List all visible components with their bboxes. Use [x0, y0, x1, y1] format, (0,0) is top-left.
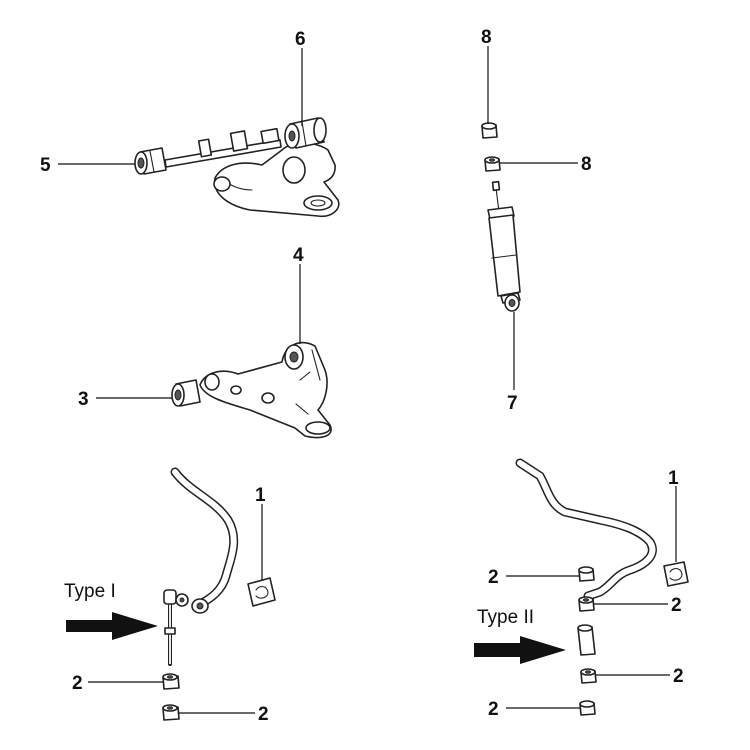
- bushing-2-right-c: [580, 668, 597, 684]
- callout-8-top: 8: [481, 27, 492, 48]
- bushing-3: [171, 379, 201, 407]
- bushing-8-mid: [484, 156, 501, 172]
- callout-2-right-d: 2: [488, 699, 499, 720]
- stabilizer-bar-type-1: [170, 467, 239, 614]
- shock-absorber: [487, 180, 521, 312]
- callout-1-right: 1: [668, 468, 679, 489]
- bushing-2-right-b: [578, 596, 595, 612]
- bushing-1-left: [247, 577, 276, 607]
- bushing-2-left-upper: [162, 673, 180, 690]
- bushing-1-right: [663, 561, 689, 587]
- bushing-6: [284, 117, 327, 149]
- arrow-type-2: [474, 636, 566, 664]
- callout-2-left-upper: 2: [72, 673, 83, 694]
- type-1-label: Type I: [64, 581, 116, 602]
- arrow-type-1: [66, 612, 158, 640]
- upper-arm-shaft: [164, 127, 282, 168]
- callout-4: 4: [293, 245, 304, 266]
- callout-2-left-lower: 2: [258, 704, 269, 725]
- callout-6: 6: [295, 29, 306, 50]
- bushing-2-right-a: [578, 566, 595, 582]
- callout-1-left: 1: [255, 485, 266, 506]
- upper-control-arm: [213, 142, 340, 218]
- leader-lines: [58, 46, 677, 714]
- callout-3: 3: [78, 389, 89, 410]
- bushing-2-right-d: [579, 700, 596, 716]
- stabilizer-bar-type-2: [515, 458, 657, 601]
- bushing-2-left-lower: [162, 704, 180, 721]
- bushing-5: [134, 147, 167, 175]
- callout-2-right-c: 2: [673, 666, 684, 687]
- lower-control-arm: [199, 341, 332, 439]
- type-2-label: Type II: [477, 607, 534, 628]
- bushing-8-top: [481, 122, 498, 139]
- stabilizer-link-type-1: [163, 589, 189, 666]
- callout-7: 7: [507, 393, 518, 414]
- callout-2-right-a: 2: [488, 567, 499, 588]
- spacer-tube-type-2: [577, 624, 596, 656]
- callout-5: 5: [40, 155, 51, 176]
- callout-2-right-b: 2: [671, 595, 682, 616]
- callout-8-mid: 8: [581, 154, 592, 175]
